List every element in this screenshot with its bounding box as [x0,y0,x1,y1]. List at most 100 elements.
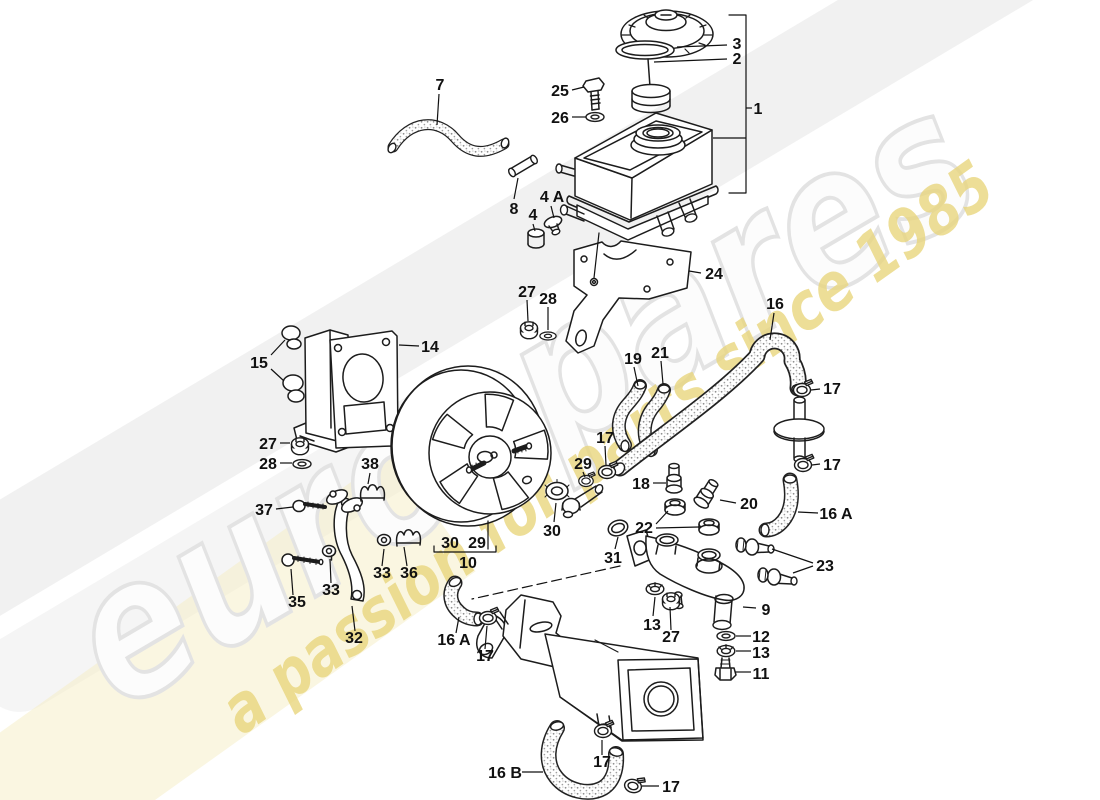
linkage-parts-drawing [281,484,422,602]
reservoir-drawing [555,112,719,241]
air-duct-drawing [476,594,704,742]
callout-leader-22 [655,526,700,529]
part-label-27-left: 27 [259,436,277,453]
part-label-27-bracket: 27 [518,284,536,301]
callout-leader-7 [436,93,440,126]
callout-leader-27-bracket [526,299,529,322]
callout-leader-9 [742,606,757,609]
callout-leader-3 [676,44,728,48]
part-label-27-mc: 27 [662,629,680,646]
bushing-33-right-drawing [376,533,392,547]
callout-leader-32 [351,605,356,632]
watermark-swoosh-band-small [0,387,473,712]
washer-28-bracket-drawing [539,331,557,341]
callout-leader-21 [660,360,664,385]
washer-26-drawing [585,111,605,123]
callout-leader-31 [614,536,619,550]
pressure-switch-23a-drawing [735,537,775,556]
callout-leader-27-mc [669,606,672,631]
bolt-35-drawing [281,553,324,567]
part-label-35: 35 [288,594,306,611]
nut-27-mc-drawing [661,592,681,611]
nut-27-bracket-drawing [519,321,539,340]
hose-7-drawing [387,119,510,157]
part-label-4: 4 [529,207,538,224]
bolt-25-drawing [582,77,605,111]
callout-leader-25 [571,86,585,91]
part-label-19: 19 [624,351,642,368]
clamp-17-hose16b-drawing [622,772,647,796]
callout-leader-8 [513,177,519,200]
mc-alignment-dash-line [471,565,621,600]
callout-leader-17-hose19 [604,445,607,466]
callout-leader-14 [398,344,420,347]
part-label-21: 21 [651,345,669,362]
part-label-38: 38 [361,456,379,473]
part-label-16: 16 [766,296,784,313]
hose-16b-drawing [540,720,625,800]
part-label-20: 20 [740,496,758,513]
callout-leader-16a-left [455,616,460,634]
part-label-17-valve-bottom: 17 [823,457,841,474]
bracket-14-drawing [293,329,399,453]
bracket-assembly-10 [433,545,497,553]
tube-8-drawing [507,154,539,178]
master-cylinder-drawing [626,529,798,631]
callout-leader-15 [270,339,286,356]
part-label-28-bracket: 28 [539,291,557,308]
callout-leader-24 [688,270,702,274]
part-label-22: 22 [635,520,653,537]
callout-leader-4a [550,205,555,219]
cap-seal-drawing [615,40,675,60]
part-label-4a: 4 A [540,189,565,206]
callout-leader-19 [633,366,639,387]
part-label-30-group: 30 [441,535,459,552]
callout-leader-33-left [329,558,332,584]
lever-32-drawing [333,497,365,602]
part-label-18: 18 [632,476,650,493]
part-label-9: 9 [762,602,771,619]
part-label-14: 14 [421,339,439,356]
part-label-16b: 16 B [488,765,522,782]
callout-leader-2 [653,58,728,63]
reservoir-mount-leader-line [593,232,600,279]
bolt-11-drawing [714,657,737,681]
part-label-29-group: 29 [468,535,486,552]
callout-leader-17-valve-top [810,388,821,391]
grommet-30-drawing [544,479,570,501]
locknut-13-drawing [716,644,736,658]
part-label-30-grommet: 30 [543,523,561,540]
callout-leader-29-clamp [582,471,586,478]
pressure-switch-23b-drawing [757,567,798,586]
callout-leader-20 [719,499,737,504]
part-label-3: 3 [733,36,742,53]
part-label-25: 25 [551,83,569,100]
part-label-2: 2 [733,51,742,68]
fitting-18-drawing [665,462,683,494]
o-ring-31-drawing [607,519,629,537]
callout-leader-15 [270,368,285,382]
callout-leader-36 [403,546,408,567]
part-label-8: 8 [510,201,519,218]
part-label-33-left: 33 [322,582,340,599]
part-label-7: 7 [436,77,445,94]
washer-12-drawing [716,630,736,642]
part-label-17-duct-left: 17 [476,648,494,665]
callout-leader-4 [532,223,536,232]
check-valve-drawing [773,396,825,463]
part-label-17-valve-top: 17 [823,381,841,398]
part-label-28-left: 28 [259,456,277,473]
callout-leader-30-grommet [553,502,557,523]
callout-leader-22 [655,510,669,525]
callout-leader-33-right [381,548,385,567]
callout-leader-16a-right [797,511,819,514]
plug-4a-drawing [543,215,563,236]
part-label-11: 11 [753,666,770,683]
part-label-17-hose19: 17 [596,430,614,447]
callout-leader-23 [792,565,814,574]
grommets-22-drawing [664,498,720,536]
part-label-26: 26 [551,110,569,127]
part-label-16a-left: 16 A [437,632,471,649]
bracket-part-1 [728,14,747,194]
